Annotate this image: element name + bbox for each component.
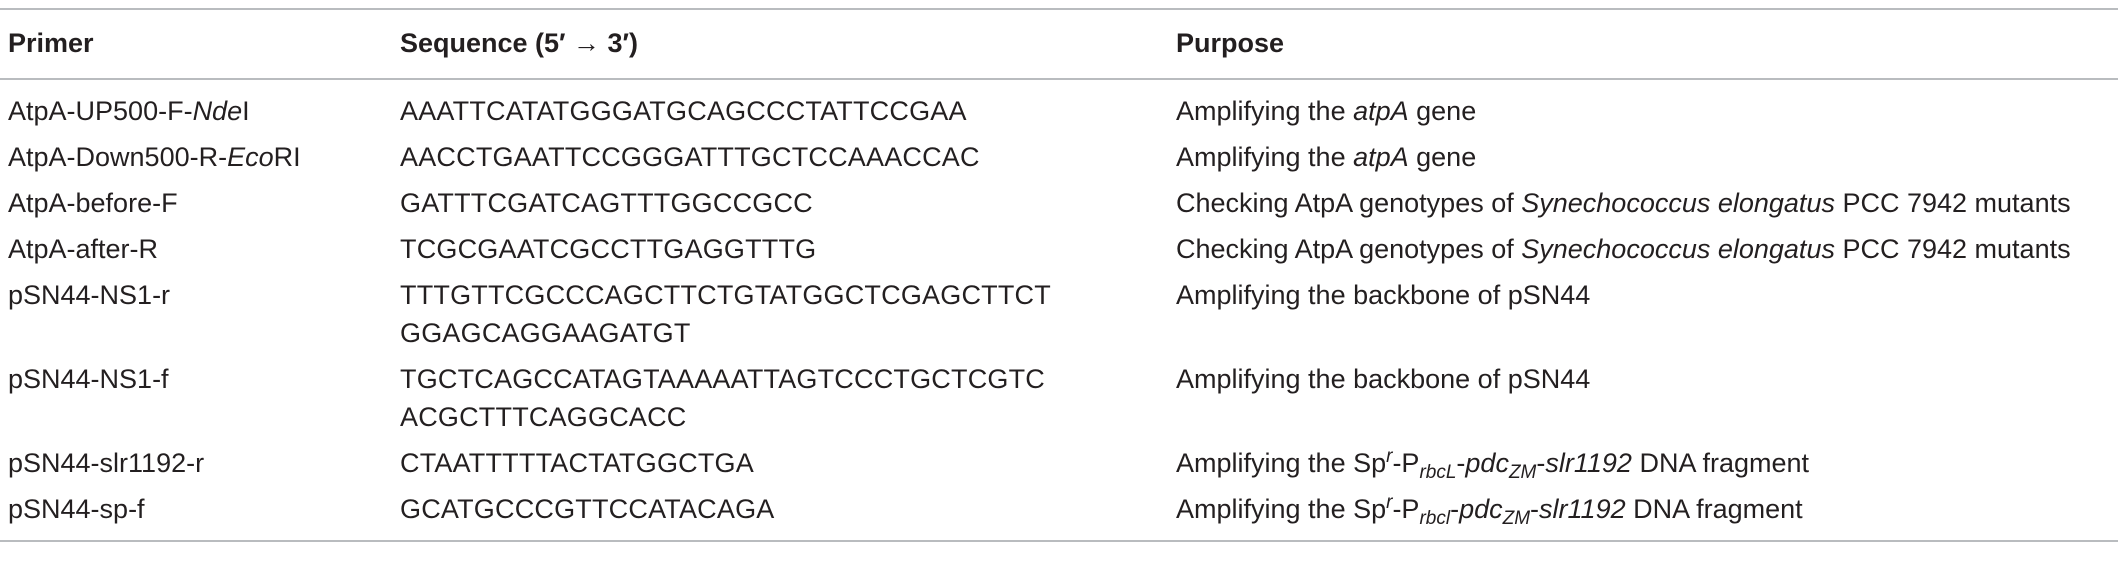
primer-cell: AtpA-Down500-R-EcoRI <box>8 142 301 172</box>
header-row: Primer Sequence (5′ → 3′) Purpose <box>0 9 2118 79</box>
header-primer: Primer <box>8 28 94 58</box>
purpose-cell: Amplifying the Spr-Prbcl-pdcZM-slr1192 D… <box>1176 492 1803 529</box>
header-sequence: Sequence (5′ → 3′) <box>400 28 639 58</box>
table-row: AtpA-after-R TCGCGAATCGCCTTGAGGTTTG Chec… <box>0 226 2118 272</box>
sequence-cell: GCATGCCCGTTCCATACAGA <box>400 494 775 524</box>
header-purpose: Purpose <box>1176 28 1285 58</box>
primer-cell: AtpA-before-F <box>8 188 178 218</box>
primer-cell: pSN44-sp-f <box>8 494 145 524</box>
table-row: pSN44-slr1192-r CTAATTTTTACTATGGCTGA Amp… <box>0 440 2118 486</box>
table-row: AtpA-Down500-R-EcoRI AACCTGAATTCCGGGATTT… <box>0 134 2118 180</box>
sequence-cell: AACCTGAATTCCGGGATTTGCTCCAAACCAC <box>400 142 980 172</box>
table-row: pSN44-NS1-f TGCTCAGCCATAGTAAAAATTAGTCCCT… <box>0 356 2118 440</box>
table-row: AtpA-UP500-F-NdeI AAATTCATATGGGATGCAGCCC… <box>0 79 2118 134</box>
purpose-cell: Checking AtpA genotypes of Synechococcus… <box>1176 188 2071 218</box>
primer-cell: AtpA-UP500-F-NdeI <box>8 96 250 126</box>
table-header: Primer Sequence (5′ → 3′) Purpose <box>0 9 2118 79</box>
primer-table: Primer Sequence (5′ → 3′) Purpose AtpA-U… <box>0 8 2118 542</box>
primer-cell: pSN44-slr1192-r <box>8 448 205 478</box>
purpose-cell: Amplifying the backbone of pSN44 <box>1176 280 1591 310</box>
purpose-cell: Amplifying the Spr-PrbcL-pdcZM-slr1192 D… <box>1176 446 1810 483</box>
table-row: pSN44-NS1-r TTTGTTCGCCCAGCTTCTGTATGGCTCG… <box>0 272 2118 356</box>
primer-cell: pSN44-NS1-r <box>8 280 171 310</box>
primer-cell: pSN44-NS1-f <box>8 364 169 394</box>
sequence-cell: TCGCGAATCGCCTTGAGGTTTG <box>400 234 817 264</box>
table-row: pSN44-sp-f GCATGCCCGTTCCATACAGA Amplifyi… <box>0 486 2118 541</box>
table-body: AtpA-UP500-F-NdeI AAATTCATATGGGATGCAGCCC… <box>0 79 2118 541</box>
primer-cell: AtpA-after-R <box>8 234 159 264</box>
purpose-cell: Amplifying the atpA gene <box>1176 142 1477 172</box>
purpose-cell: Amplifying the backbone of pSN44 <box>1176 364 1591 394</box>
sequence-cell: GATTTCGATCAGTTTGGCCGCC <box>400 188 813 218</box>
purpose-cell: Amplifying the atpA gene <box>1176 96 1477 126</box>
sequence-cell: AAATTCATATGGGATGCAGCCCTATTCCGAA <box>400 96 967 126</box>
table-row: AtpA-before-F GATTTCGATCAGTTTGGCCGCC Che… <box>0 180 2118 226</box>
sequence-cell: CTAATTTTTACTATGGCTGA <box>400 448 754 478</box>
purpose-cell: Checking AtpA genotypes of Synechococcus… <box>1176 234 2071 264</box>
